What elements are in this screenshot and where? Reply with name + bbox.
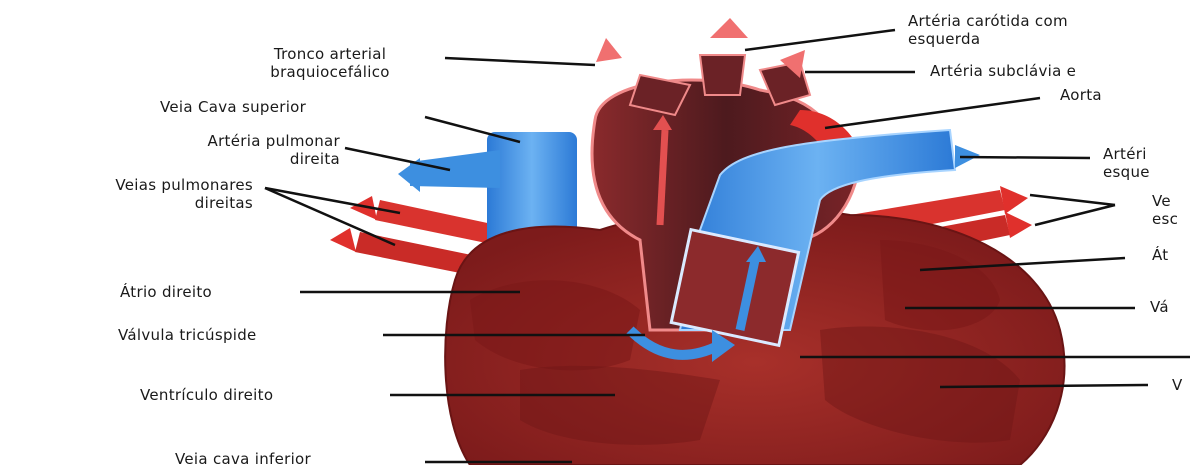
label-subclavia: Artéria subclávia e: [930, 62, 1076, 80]
leader-aorta: [825, 98, 1040, 128]
leader-cava-superior: [425, 117, 520, 142]
leader-veias-pulm-esq-1: [1030, 195, 1115, 205]
label-tronco-line2: braquiocefálico: [225, 63, 435, 81]
label-tronco-line1: Tronco arterial: [225, 45, 435, 63]
label-veias-pulm-dir: Veias pulmonares direitas: [8, 176, 253, 212]
label-art-pulm-dir-line2: direita: [105, 150, 340, 168]
label-cava-superior: Veia Cava superior: [160, 98, 306, 116]
leader-veias-pulm-esq-2: [1035, 205, 1115, 225]
label-aorta: Aorta: [1060, 86, 1102, 104]
label-valvula-tricuspide: Válvula tricúspide: [118, 326, 257, 344]
label-art-pulm-esq-line2: esque: [1103, 163, 1150, 181]
label-atrio-direito: Átrio direito: [120, 283, 212, 301]
label-ventriculo-esq: V: [1172, 376, 1183, 394]
label-atrio-esq: Át: [1152, 246, 1168, 264]
label-art-pulm-esq: Artéri esque: [1103, 145, 1150, 181]
label-veias-pulm-dir-line2: direitas: [8, 194, 253, 212]
label-carotida-line2: esquerda: [908, 30, 1068, 48]
label-tronco: Tronco arterial braquiocefálico: [225, 45, 435, 81]
leader-tronco: [445, 58, 595, 65]
label-ventriculo-direito: Ventrículo direito: [140, 386, 273, 404]
label-veias-pulm-esq-line1: Ve: [1152, 192, 1178, 210]
leader-art-pulm-esq: [960, 157, 1090, 158]
label-veias-pulm-dir-line1: Veias pulmonares: [8, 176, 253, 194]
leader-veias-pulm-dir-1: [265, 188, 400, 213]
label-carotida-line1: Artéria carótida com: [908, 12, 1068, 30]
label-valvula-esq: Vá: [1150, 298, 1169, 316]
label-veias-pulm-esq-line2: esc: [1152, 210, 1178, 228]
label-art-pulm-dir: Artéria pulmonar direita: [105, 132, 340, 168]
label-art-pulm-dir-line1: Artéria pulmonar: [105, 132, 340, 150]
label-cava-inferior: Veia cava inferior: [175, 450, 311, 468]
leader-carotida: [745, 30, 895, 50]
label-veias-pulm-esq: Ve esc: [1152, 192, 1178, 228]
label-carotida: Artéria carótida com esquerda: [908, 12, 1068, 48]
label-art-pulm-esq-line1: Artéri: [1103, 145, 1150, 163]
